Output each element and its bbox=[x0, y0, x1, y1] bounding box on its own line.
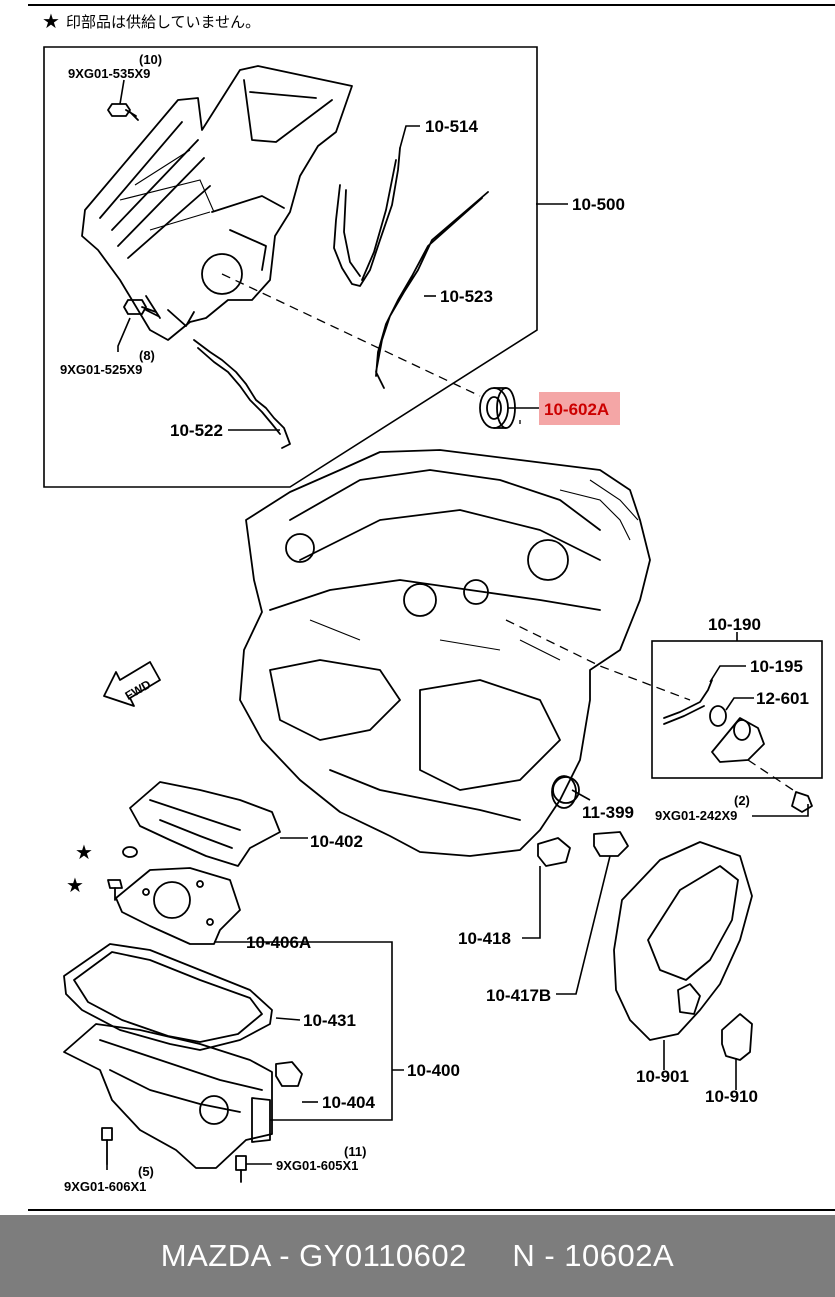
gasket-10-523 bbox=[375, 191, 489, 389]
front-cover-box bbox=[43, 46, 538, 488]
dashed-leader-engine bbox=[505, 619, 691, 701]
part-label-10-500: 10-500 bbox=[572, 195, 625, 214]
part-label-10-402: 10-402 bbox=[310, 832, 363, 851]
bracket-10-417B bbox=[593, 831, 629, 857]
bolt-code-11: 9XG01-605X1 bbox=[276, 1158, 358, 1173]
part-label-10-195: 10-195 bbox=[750, 657, 803, 676]
bolt-code-2: 9XG01-242X9 bbox=[655, 808, 737, 823]
dashed-leader-cover bbox=[221, 273, 521, 424]
note-text: 印部品は供給していません。 bbox=[66, 14, 260, 31]
bolt-icon-2 bbox=[791, 791, 813, 813]
gasket-10-431 bbox=[63, 943, 273, 1051]
part-label-10-404: 10-404 bbox=[322, 1093, 375, 1112]
bolt-qty-11: (11) bbox=[344, 1144, 366, 1159]
bolt-icon-5 bbox=[101, 1127, 113, 1165]
bolt-qty-8: (8) bbox=[139, 348, 155, 363]
star-icon: ★ bbox=[75, 842, 93, 864]
bolt-qty-10: (10) bbox=[139, 52, 162, 67]
bracket-10-404 bbox=[275, 1061, 303, 1087]
bolt-code-5: 9XG01-606X1 bbox=[64, 1179, 146, 1194]
nut-icon bbox=[122, 846, 138, 858]
leader-lines bbox=[106, 79, 809, 1170]
highlight-box bbox=[539, 392, 620, 425]
svg-text:FWD: FWD bbox=[123, 677, 154, 703]
dashed-leader-rear bbox=[747, 759, 797, 793]
bolt-icon-10 bbox=[107, 103, 139, 121]
part-label-11-399: 11-399 bbox=[582, 803, 634, 822]
gasket-10-522 bbox=[193, 339, 291, 449]
bolt-qty-5: (5) bbox=[138, 1164, 154, 1179]
front-cover bbox=[81, 65, 353, 341]
bolt-icon-star bbox=[107, 879, 123, 901]
plate-10-406A bbox=[115, 867, 241, 945]
part-label-10-910: 10-910 bbox=[705, 1087, 758, 1106]
fwd-arrow-icon: FWD bbox=[103, 661, 161, 707]
part-label-10-602A: 10-602A bbox=[544, 400, 609, 419]
bracket-10-418 bbox=[537, 837, 571, 867]
bolt-icon-8 bbox=[123, 299, 159, 317]
part-label-12-601: 12-601 bbox=[756, 689, 809, 708]
part-label-10-431: 10-431 bbox=[303, 1011, 356, 1030]
plate-10-901 bbox=[613, 841, 753, 1041]
oil-baffle-10-402 bbox=[129, 781, 281, 867]
oil-pan-10-400 bbox=[63, 1023, 273, 1169]
gasket-10-514 bbox=[333, 147, 401, 287]
bolt-qty-2: (2) bbox=[734, 793, 750, 808]
part-label-10-406A: 10-406A bbox=[246, 933, 311, 952]
footer-part-number: MAZDA - GY0110602 N - 10602A bbox=[160, 1238, 675, 1273]
star-icon: ★ bbox=[42, 11, 60, 33]
plate-10-910 bbox=[721, 1013, 753, 1061]
part-label-10-418: 10-418 bbox=[458, 929, 511, 948]
part-label-10-400: 10-400 bbox=[407, 1061, 460, 1080]
part-label-10-417B: 10-417B bbox=[486, 986, 551, 1005]
star-icon: ★ bbox=[66, 875, 84, 897]
part-label-10-190: 10-190 bbox=[708, 615, 761, 634]
bolt-code-10: 9XG01-535X9 bbox=[68, 66, 150, 81]
parts-diagram: ★ 印部品は供給していません。 bbox=[28, 4, 835, 1211]
part-label-10-901: 10-901 bbox=[636, 1067, 689, 1086]
rear-seal-cover bbox=[663, 679, 765, 763]
footer-banner: MAZDA - GY0110602 N - 10602A bbox=[0, 1215, 835, 1297]
bolt-code-8: 9XG01-525X9 bbox=[60, 362, 142, 377]
engine-block bbox=[239, 449, 651, 857]
bolt-icon-11 bbox=[235, 1155, 247, 1183]
part-label-10-522: 10-522 bbox=[170, 421, 223, 440]
part-label-10-523: 10-523 bbox=[440, 287, 493, 306]
part-label-10-514: 10-514 bbox=[425, 117, 478, 136]
